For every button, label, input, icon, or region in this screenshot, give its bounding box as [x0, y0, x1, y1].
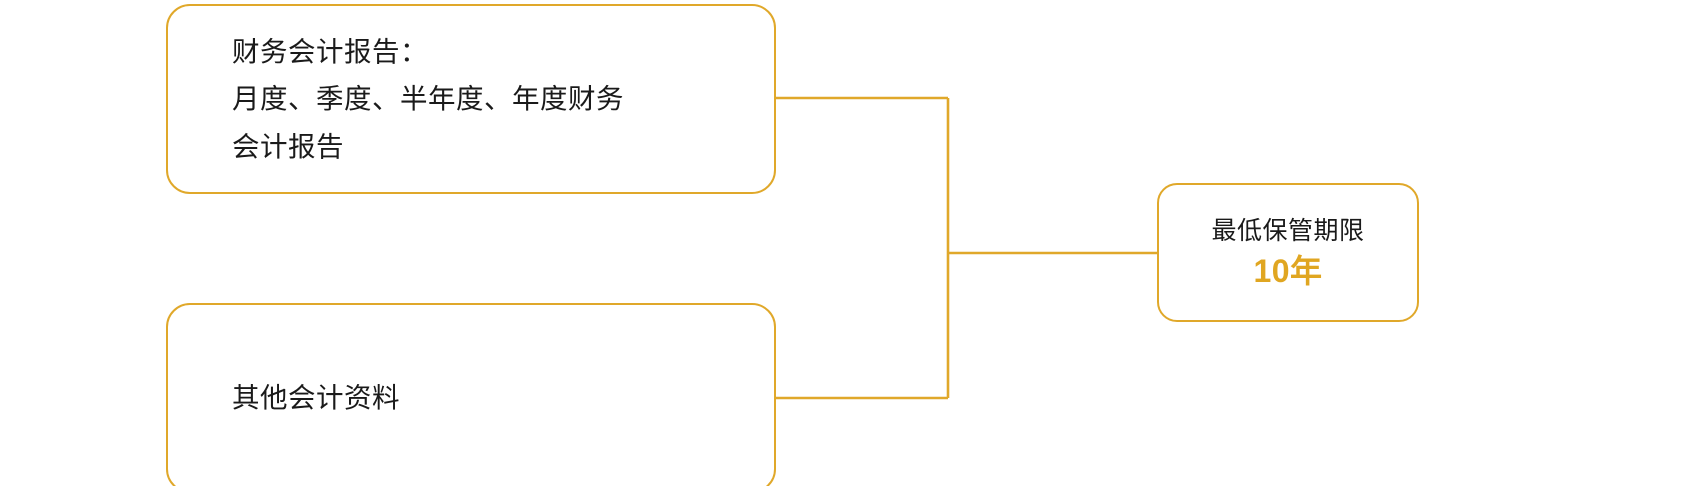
node-minimum-retention-period[interactable]: 最低保管期限 10年	[1157, 183, 1419, 322]
node-financial-accounting-report[interactable]: 财务会计报告： 月度、季度、半年度、年度财务 会计报告	[166, 4, 776, 194]
node-other-line-1: 其他会计资料	[232, 382, 400, 414]
node-report-line-3: 会计报告	[232, 130, 344, 162]
node-other-accounting-materials[interactable]: 其他会计资料	[166, 303, 776, 486]
retention-period-value: 10年	[1253, 253, 1323, 290]
node-report-line-1: 财务会计报告：	[232, 36, 428, 68]
retention-period-label: 最低保管期限	[1211, 216, 1365, 245]
node-report-line-2: 月度、季度、半年度、年度财务	[232, 83, 624, 115]
